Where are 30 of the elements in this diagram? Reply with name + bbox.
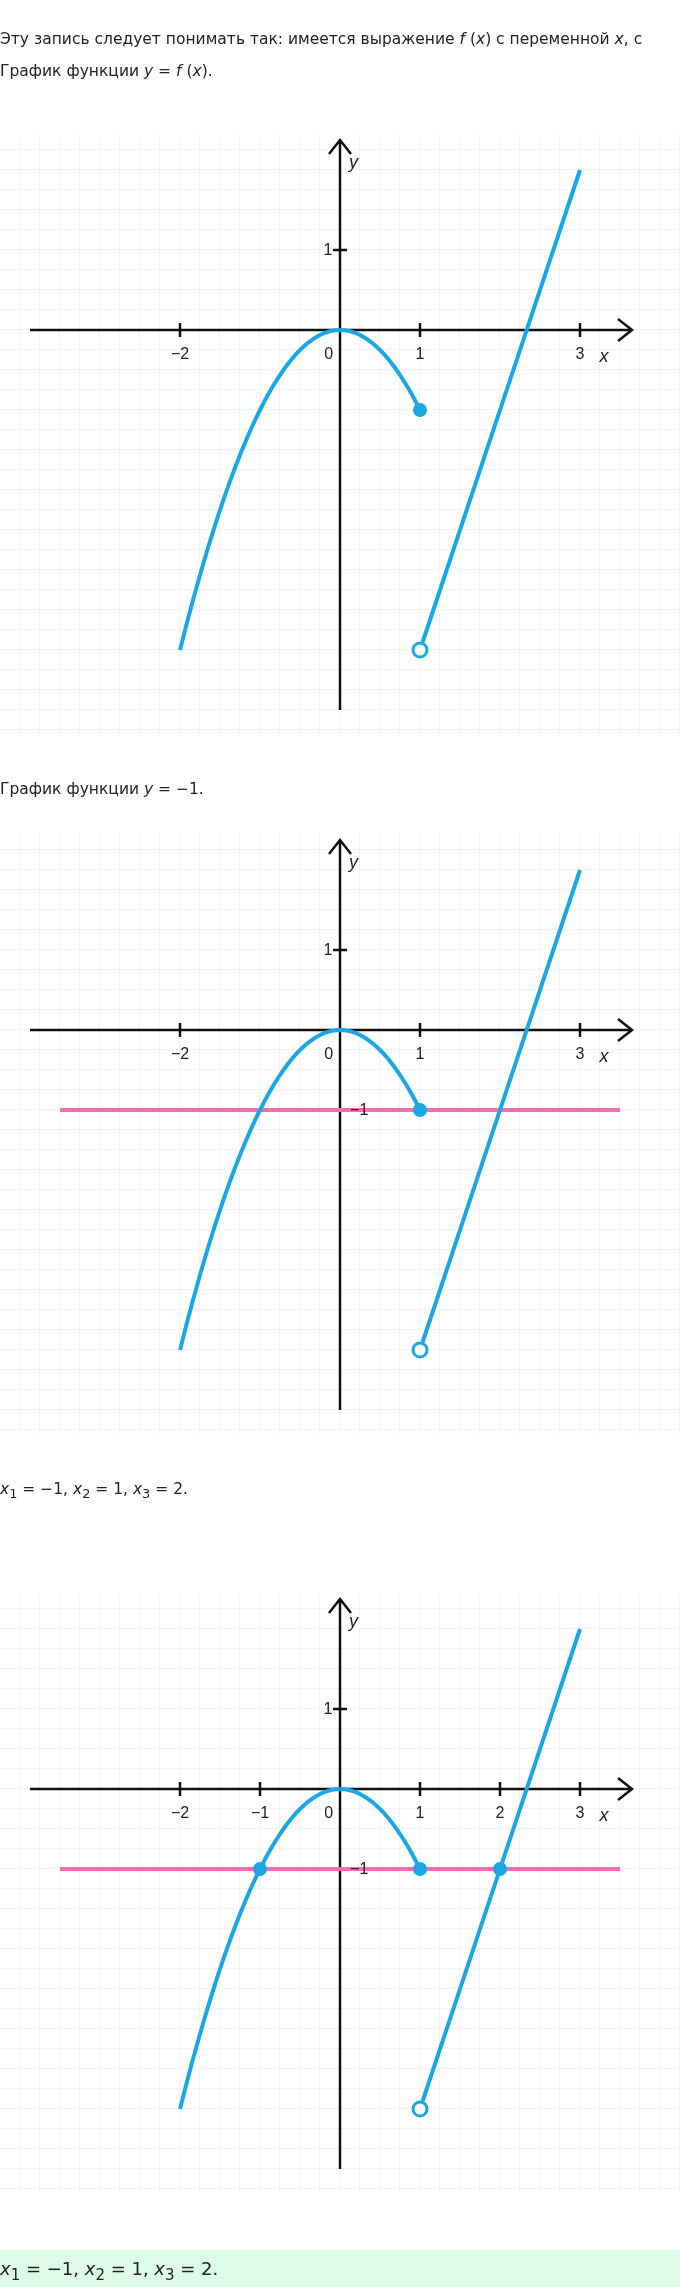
tick-label: 1 — [415, 1805, 425, 1821]
tick-label: 1 — [323, 1701, 333, 1717]
tick-label: 1 — [323, 242, 333, 258]
tick-label: 3 — [575, 1805, 585, 1821]
tick-label: −1 — [350, 1861, 369, 1877]
axis-label: x — [599, 347, 609, 366]
tick-label: 3 — [575, 346, 585, 362]
tick-label: −2 — [170, 1046, 190, 1062]
tick-label: 0 — [324, 1046, 334, 1062]
tick-label: 1 — [323, 942, 333, 958]
tick-label: 2 — [495, 1805, 505, 1821]
axis-label: y — [349, 1612, 359, 1630]
tick-label: 3 — [575, 1046, 585, 1062]
tick-label: −1 — [350, 1102, 369, 1118]
tick-label: 0 — [324, 346, 334, 362]
heading-text: График функции y = −1. — [0, 780, 204, 798]
answer-text: x$_{1}$ = −1, x$_{2}$ = 1, x$_{3}$ = 2. — [0, 1480, 188, 1502]
axis-label: x — [599, 1806, 609, 1825]
axis-label: y — [349, 153, 359, 171]
tick-label: 0 — [324, 1805, 334, 1821]
tick-label: −2 — [170, 346, 190, 362]
tick-label: 1 — [415, 1046, 425, 1062]
paragraph-text: Эту запись следует понимать так: имеется выражение f (x) с переменной x, с — [0, 30, 643, 48]
tick-label: 1 — [415, 346, 425, 362]
answer-panel: x$_{1}$ = −1, x$_{2}$ = 1, x$_{3}$ = 2. — [0, 2250, 680, 2287]
axis-label: y — [349, 853, 359, 871]
tick-label: −2 — [170, 1805, 190, 1821]
axis-label: x — [599, 1047, 609, 1066]
tick-label: −1 — [250, 1805, 270, 1821]
heading-text: График функции y = f (x). — [0, 62, 213, 80]
